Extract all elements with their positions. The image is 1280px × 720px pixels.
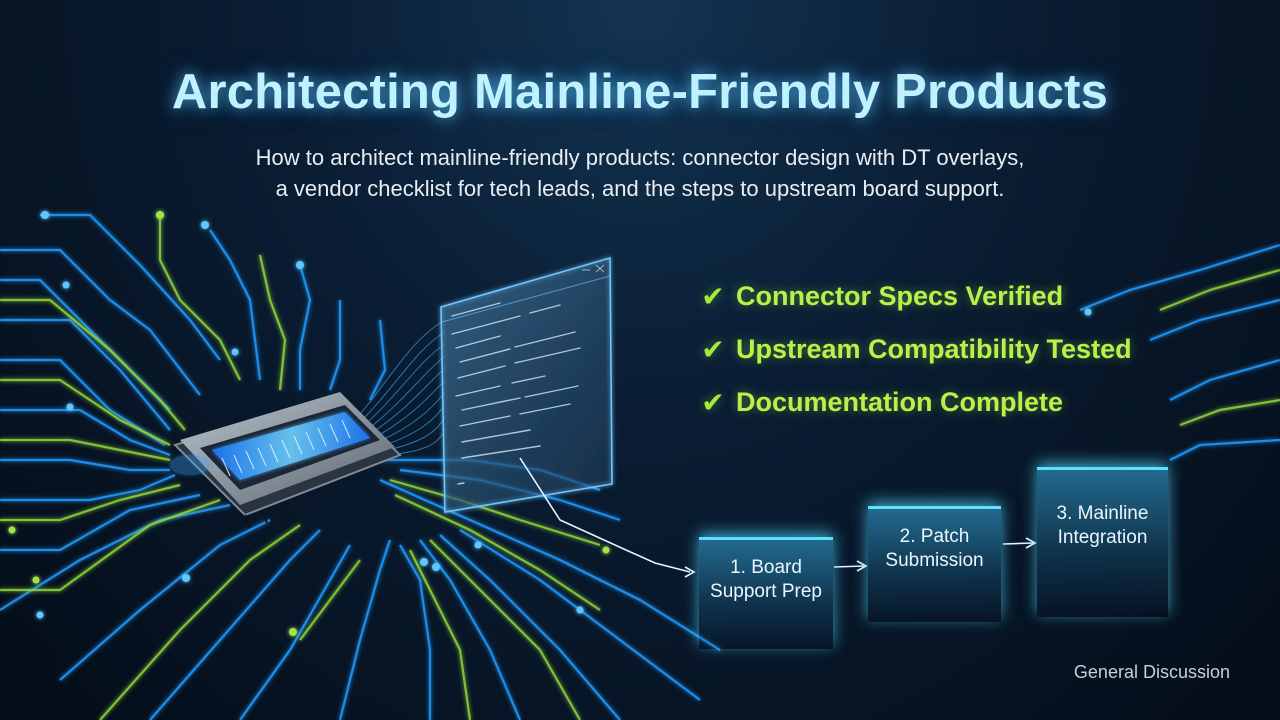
- step-board-support-prep: 1. Board Support Prep: [699, 537, 833, 649]
- checklist-item: ✔ Upstream Compatibility Tested: [698, 323, 1218, 376]
- vendor-checklist: ✔ Connector Specs Verified ✔ Upstream Co…: [698, 270, 1218, 429]
- step-subtitle: Support Prep: [710, 581, 822, 602]
- checklist-item-label: Connector Specs Verified: [736, 281, 1064, 311]
- subtitle-line-2: a vendor checklist for tech leads, and t…: [275, 176, 1005, 201]
- step-mainline-integration: 3. Mainline Integration: [1037, 467, 1168, 617]
- connector-chip-illustration: [170, 392, 402, 529]
- checklist-item: ✔ Connector Specs Verified: [698, 270, 1218, 323]
- step-subtitle: Submission: [885, 550, 984, 571]
- step-title: 2. Patch: [899, 526, 970, 547]
- subtitle-line-1: How to architect mainline-friendly produ…: [255, 145, 1025, 170]
- check-icon: ✔: [701, 387, 725, 418]
- step-title: 1. Board: [730, 557, 802, 578]
- check-icon: ✔: [701, 334, 725, 365]
- page-title: Architecting Mainline-Friendly Products: [171, 65, 1109, 119]
- page-subtitle: How to architect mainline-friendly produ…: [140, 142, 1140, 204]
- step-patch-submission: 2. Patch Submission: [868, 506, 1001, 622]
- step-title: 3. Mainline: [1056, 503, 1149, 524]
- checklist-item-label: Upstream Compatibility Tested: [736, 334, 1132, 364]
- checklist-item: ✔ Documentation Complete: [698, 376, 1218, 429]
- check-icon: ✔: [701, 281, 725, 312]
- checklist-item-label: Documentation Complete: [736, 387, 1064, 417]
- category-tag: General Discussion: [1073, 662, 1230, 682]
- step-subtitle: Integration: [1057, 527, 1148, 548]
- dt-overlay-code-panel: [440, 256, 613, 513]
